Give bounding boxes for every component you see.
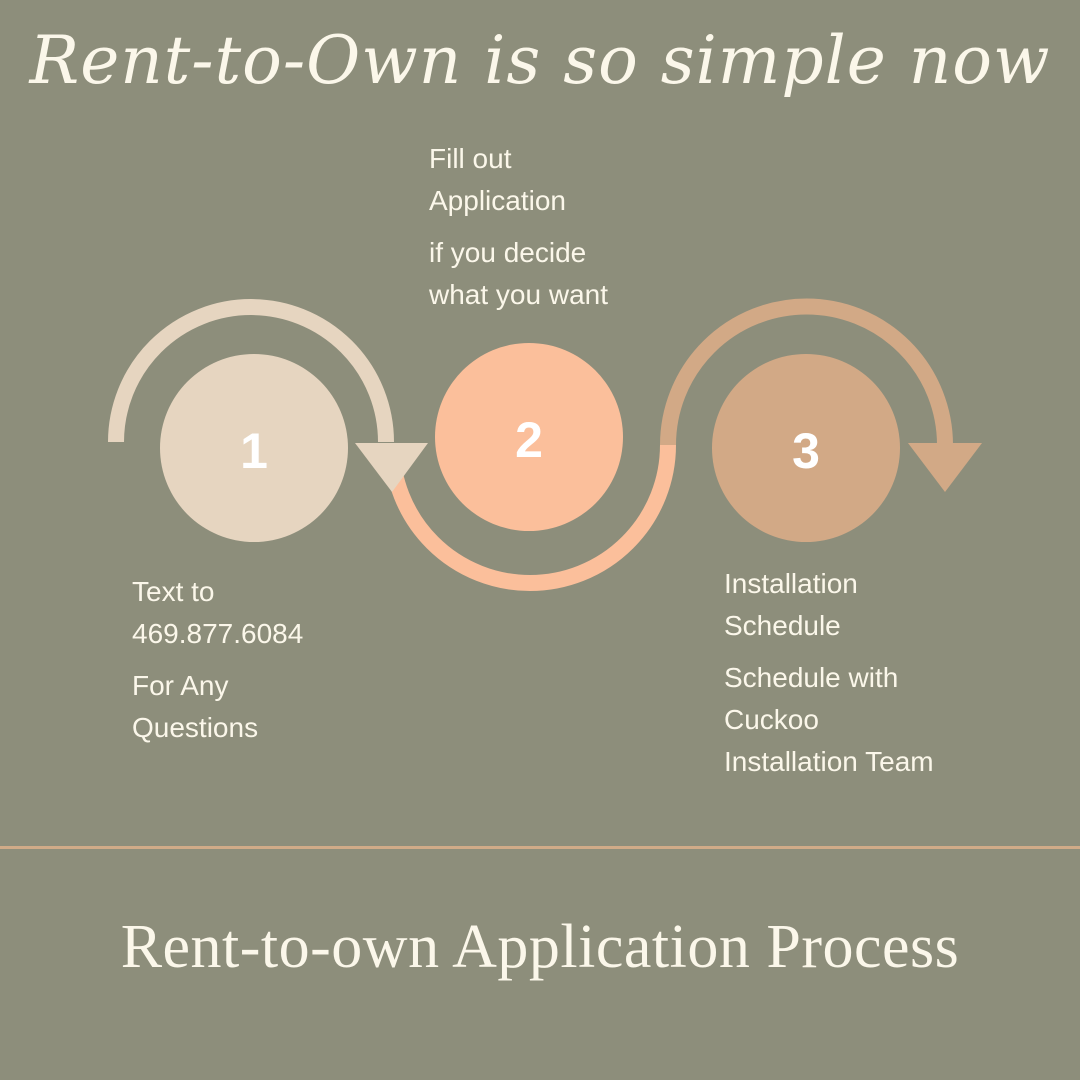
step-3-line: Installation bbox=[724, 568, 858, 599]
divider bbox=[0, 846, 1080, 849]
step-3-number: 3 bbox=[792, 423, 820, 479]
step-3-text: Installation Schedule Schedule with Cuck… bbox=[724, 563, 934, 783]
step-2-line: what you want bbox=[429, 279, 608, 310]
step-3-circle bbox=[712, 354, 900, 542]
arrowhead-1-icon bbox=[355, 443, 428, 492]
step-1-line: 469.877.6084 bbox=[132, 618, 304, 649]
step-1-circle bbox=[160, 354, 348, 542]
step-2-line: Fill out bbox=[429, 143, 512, 174]
step-3-line: Schedule bbox=[724, 610, 841, 641]
step-1-line: Questions bbox=[132, 712, 259, 743]
step-1-text: Text to 469.877.6084 For Any Questions bbox=[132, 571, 303, 749]
arc-step-3 bbox=[660, 298, 953, 446]
arrowhead-3-icon bbox=[908, 443, 982, 492]
step-1-number: 1 bbox=[240, 423, 268, 479]
step-2-number: 2 bbox=[515, 412, 543, 468]
page-title: Rent-to-Own is so simple now bbox=[29, 22, 1051, 99]
step-2-line: Application bbox=[429, 185, 566, 216]
step-3-line: Installation Team bbox=[724, 746, 934, 777]
step-3-line: Schedule with bbox=[724, 662, 899, 693]
step-1-line: For Any bbox=[132, 670, 229, 701]
arc-step-1 bbox=[108, 299, 394, 443]
step-2-text: Fill out Application if you decide what … bbox=[429, 138, 608, 316]
step-2-line: if you decide bbox=[429, 237, 587, 268]
footer-title: Rent-to-own Application Process bbox=[120, 913, 960, 981]
arc-step-2 bbox=[384, 444, 676, 591]
step-3-line: Cuckoo bbox=[724, 704, 819, 735]
step-1-line: Text to bbox=[132, 576, 215, 607]
step-2-circle bbox=[435, 343, 623, 531]
